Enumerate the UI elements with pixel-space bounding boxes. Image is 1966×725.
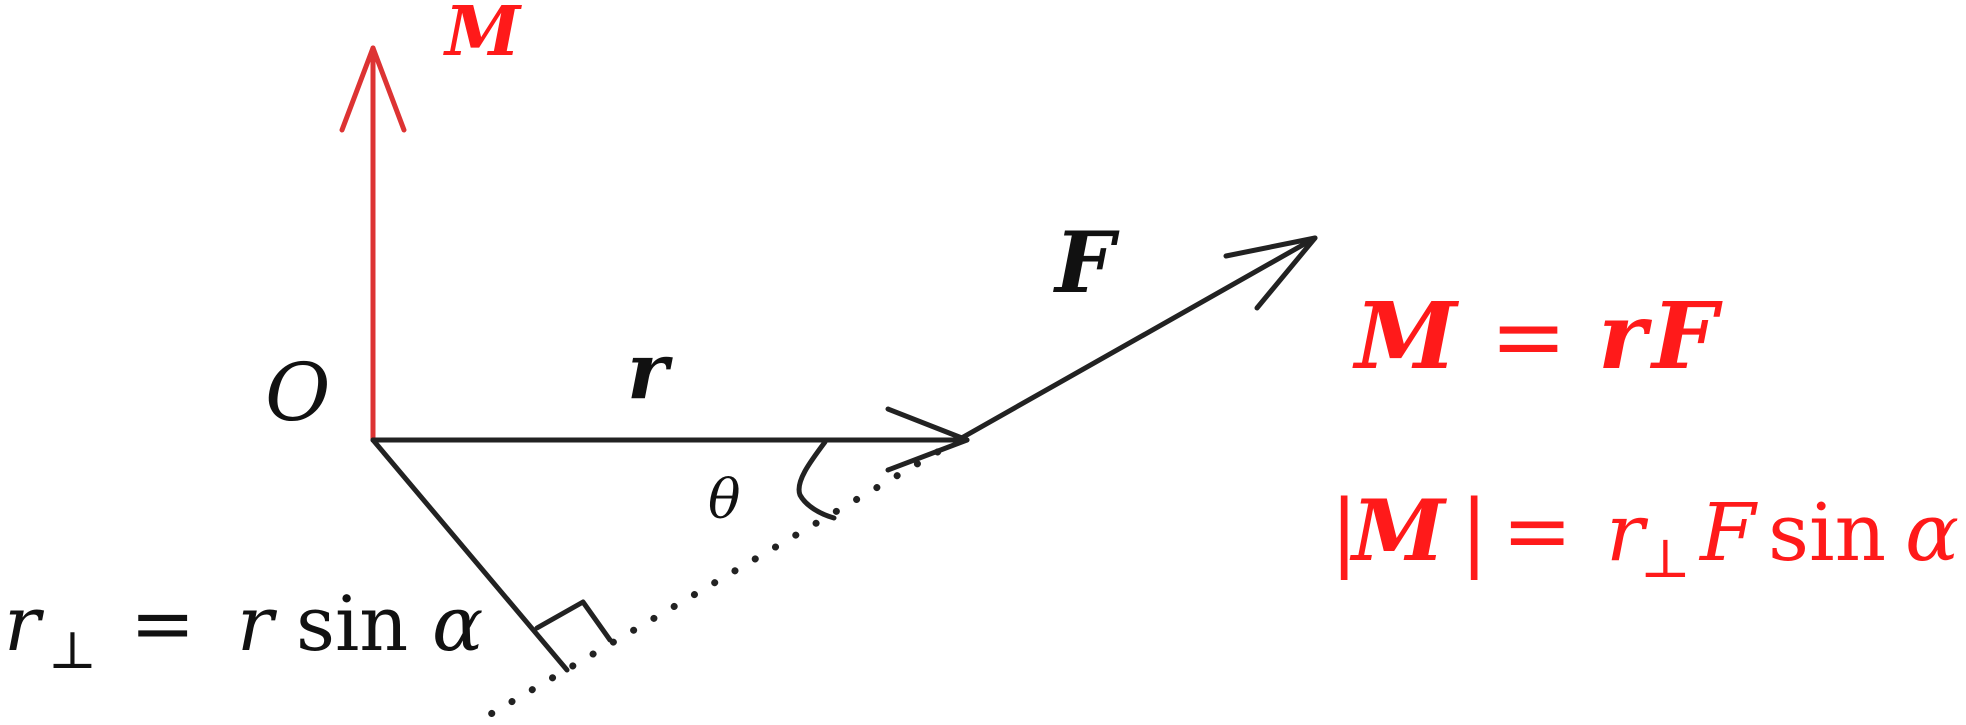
angle-arc-icon <box>796 439 837 521</box>
formula-perp-func: sin <box>296 579 408 668</box>
formula-moment-r: r <box>1598 282 1653 390</box>
right-angle-marker-icon <box>534 599 613 643</box>
force-vector-shaft <box>955 235 1318 443</box>
position-arrowhead-icon <box>885 406 970 473</box>
formula-perp-rhs-var: r <box>237 579 278 668</box>
formula-mag-arg: α <box>1905 486 1959 579</box>
position-vector-label: r <box>627 326 673 417</box>
moment-formula: M = r F <box>1352 282 1723 390</box>
formula-mag-r: r <box>1606 486 1649 579</box>
moment-arrowhead-icon <box>339 45 407 133</box>
formula-mag-sub-perp: ⊥ <box>1640 527 1691 590</box>
moment-vector-label: M <box>443 0 522 72</box>
formula-mag-f: F <box>1698 486 1758 579</box>
formula-perp-lhs-sub: ⊥ <box>48 621 97 681</box>
formula-perp-lhs-var: r <box>4 579 45 668</box>
perpendicular-distance-line <box>370 437 570 673</box>
force-vector-label: F <box>1053 213 1120 312</box>
formula-moment-f: F <box>1649 282 1723 390</box>
formula-mag-equals: = <box>1502 482 1572 580</box>
formula-mag-bar-right: | <box>1460 482 1488 580</box>
origin-label: O <box>265 346 331 439</box>
formula-mag-m: M <box>1349 481 1448 580</box>
angle-label: θ <box>708 468 741 531</box>
force-arrowhead-icon <box>1223 235 1318 311</box>
line-of-action-dotted <box>480 436 962 722</box>
perpendicular-distance-formula: r ⊥ = r sin α <box>4 579 483 681</box>
formula-mag-func: sin <box>1768 486 1886 579</box>
formula-mag-bar-left: | <box>1330 482 1358 580</box>
formula-perp-equals: = <box>130 579 195 669</box>
formula-perp-arg: α <box>432 579 483 668</box>
formula-moment-lhs: M <box>1352 282 1460 390</box>
magnitude-formula: | M | = r ⊥ F sin α <box>1330 481 1959 590</box>
formula-moment-equals: = <box>1490 283 1567 390</box>
